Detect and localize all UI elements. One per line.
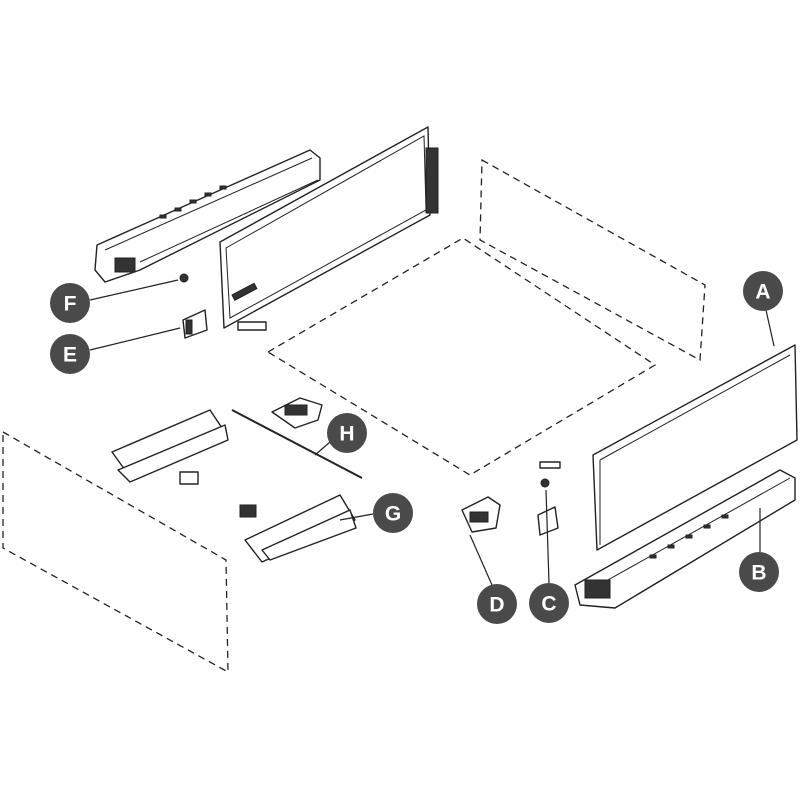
drawer-bottom-outline [266,237,657,476]
callout-f: F [50,283,90,323]
leader-a [765,309,775,347]
left-side-panel [219,126,439,331]
callout-a: A [743,271,783,311]
front-panel-outline [2,430,229,674]
stabilizer-rod-h [231,409,363,479]
svg-text:E: E [63,344,77,367]
rod-clip [271,397,323,429]
front-fixing-bracket-g [239,494,357,563]
svg-text:F: F [64,293,77,316]
callout-e: E [50,334,90,374]
leader-g [339,513,374,521]
callout-h: H [327,413,367,453]
leader-d [469,534,493,586]
right-side-panel-a [592,344,798,551]
front-fixing-bracket-left [111,409,229,485]
leader-h [314,441,331,456]
callout-c: C [529,583,569,623]
back-panel-outline [479,158,706,362]
callout-b: B [739,552,779,592]
bracket-part-e [182,309,208,339]
left-runner [94,149,321,283]
bracket-part-c [537,461,561,536]
locking-device-d [461,496,501,533]
svg-text:B: B [751,562,766,585]
leader-c [545,489,550,584]
screw-part-f [179,273,189,283]
callout-d: D [477,584,517,624]
svg-text:C: C [541,593,556,616]
right-runner-b [574,469,796,609]
svg-text:H: H [339,423,354,446]
svg-text:D: D [489,594,504,617]
leader-f [89,279,179,301]
leader-e [89,327,181,351]
svg-text:G: G [385,503,401,526]
callout-g: G [373,493,413,533]
svg-text:A: A [755,281,770,304]
